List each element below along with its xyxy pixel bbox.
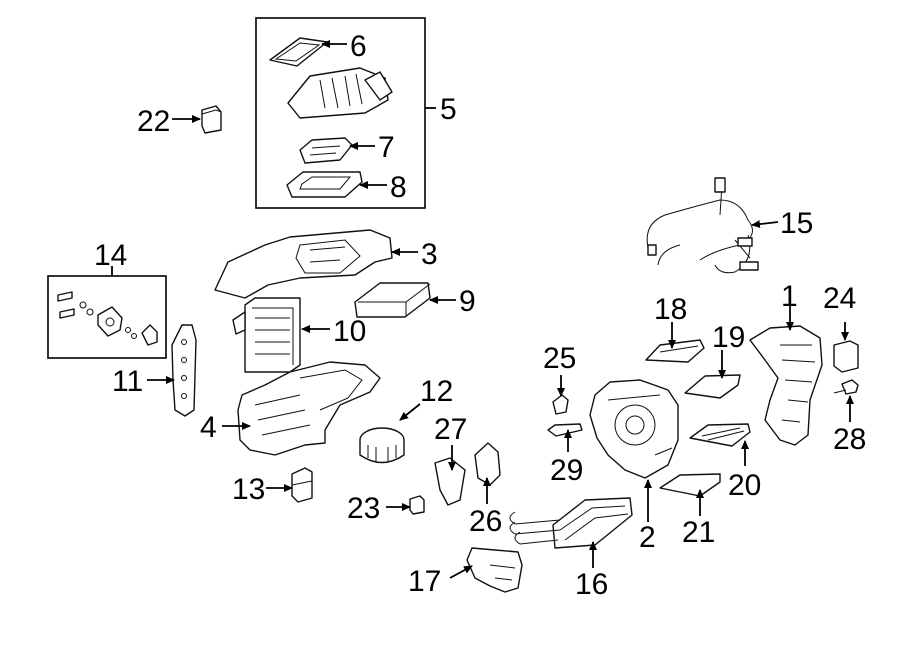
callout-8: 8	[390, 171, 407, 204]
part-18-door	[645, 339, 705, 363]
part-12-blower-motor	[359, 427, 405, 464]
callout-5: 5	[440, 93, 457, 126]
part-27-bracket	[434, 457, 466, 506]
callout-17: 17	[408, 565, 441, 598]
part-17-duct	[466, 547, 523, 593]
callout-23: 23	[347, 492, 380, 525]
callout-13: 13	[232, 473, 265, 506]
callout-2: 2	[639, 521, 656, 554]
callout-22: 22	[137, 105, 170, 138]
callout-9: 9	[459, 285, 476, 318]
callout-10: 10	[333, 315, 366, 348]
part-29-pin	[547, 423, 583, 437]
part-3-upper-case	[214, 229, 393, 299]
part-28-bolt	[833, 379, 859, 395]
part-7-door	[299, 137, 353, 164]
part-26-bracket	[474, 442, 501, 486]
part-20-filter	[689, 423, 751, 447]
callout-7: 7	[378, 131, 395, 164]
part-21-door	[659, 473, 721, 497]
callout-29: 29	[550, 454, 583, 487]
callout-15: 15	[780, 207, 813, 240]
part-1-case	[749, 325, 823, 446]
part-4-lower-case	[237, 361, 381, 456]
callout-28: 28	[833, 423, 866, 456]
part-8-frame	[286, 171, 363, 198]
callout-6: 6	[350, 30, 367, 63]
callout-25: 25	[543, 342, 576, 375]
callout-16: 16	[575, 568, 608, 601]
callout-1: 1	[781, 280, 798, 313]
part-24-actuator	[833, 340, 859, 373]
callout-24: 24	[823, 282, 856, 315]
part-11-seal	[171, 324, 197, 417]
callout-21: 21	[682, 516, 715, 549]
group-box-14	[47, 275, 167, 359]
part-19-door	[684, 374, 741, 399]
callout-18: 18	[654, 293, 687, 326]
part-9-filter	[354, 282, 431, 318]
callout-12: 12	[420, 375, 453, 408]
leader-lines	[111, 40, 854, 579]
callout-4: 4	[200, 411, 217, 444]
part-23-sensor	[409, 495, 425, 515]
group-box-5	[255, 17, 426, 209]
part-2-blower-case	[589, 379, 679, 479]
callout-19: 19	[712, 321, 745, 354]
callout-11: 11	[112, 365, 143, 398]
part-6-gasket	[269, 37, 328, 67]
part-22-sensor	[201, 105, 222, 134]
part-14-valve-kit	[57, 291, 158, 346]
part-5-housing	[287, 67, 393, 119]
callout-26: 26	[469, 505, 502, 538]
callout-3: 3	[421, 238, 438, 271]
part-13-resistor	[291, 467, 313, 503]
callout-27: 27	[434, 413, 467, 446]
callout-20: 20	[728, 469, 761, 502]
part-10-evaporator	[232, 297, 301, 373]
part-15-harness	[646, 177, 759, 274]
part-25-clip	[552, 394, 569, 415]
callout-14: 14	[94, 239, 127, 272]
part-16-heater-core	[509, 497, 633, 549]
